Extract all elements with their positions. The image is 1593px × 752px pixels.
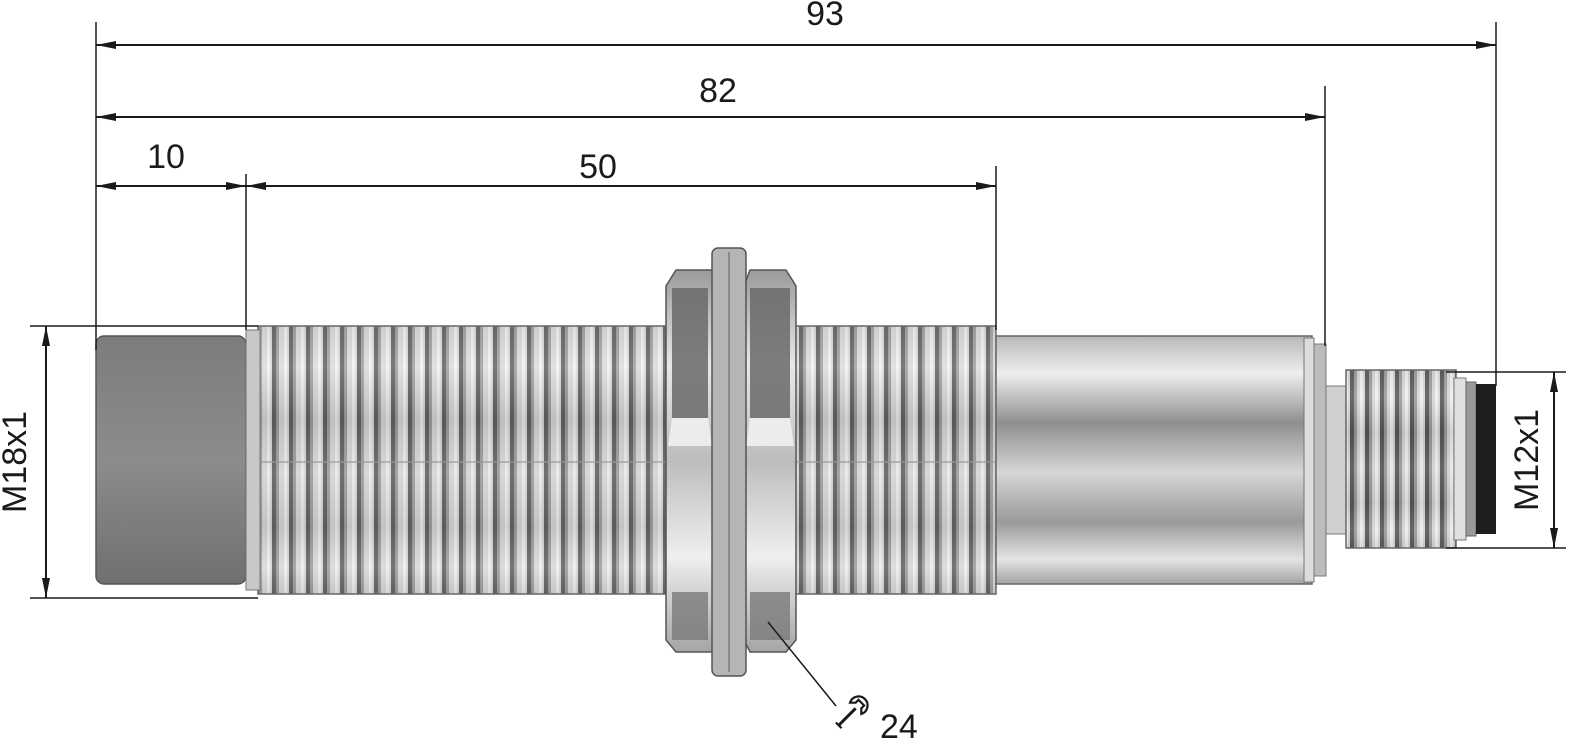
dim-label-10: 10 <box>147 138 185 176</box>
threaded-body <box>245 325 997 595</box>
dim-82: 82 <box>96 72 1325 121</box>
dim-label-50: 50 <box>579 148 617 186</box>
dim-label-82: 82 <box>699 72 737 110</box>
dim-50: 50 <box>246 148 996 190</box>
extension-lines <box>30 22 1566 599</box>
dim-10: 10 <box>96 138 246 190</box>
dim-label-m12x1: M12x1 <box>1508 409 1546 511</box>
sensor-body <box>95 247 1496 677</box>
sensing-face-cap <box>95 335 247 585</box>
connector-thread <box>1345 369 1496 549</box>
dim-overall-length: 93 <box>96 0 1496 49</box>
dim-m12: M12x1 <box>1508 372 1558 548</box>
dim-label-m18x1: M18x1 <box>0 411 34 513</box>
rear-housing <box>995 335 1347 585</box>
dim-label-wrench-24: 24 <box>880 708 918 746</box>
dim-m18: M18x1 <box>0 326 50 598</box>
wrench-callout: 24 <box>767 621 918 746</box>
mounting-nuts <box>665 247 797 677</box>
wrench-icon <box>835 695 869 729</box>
dim-label-93: 93 <box>806 0 844 33</box>
